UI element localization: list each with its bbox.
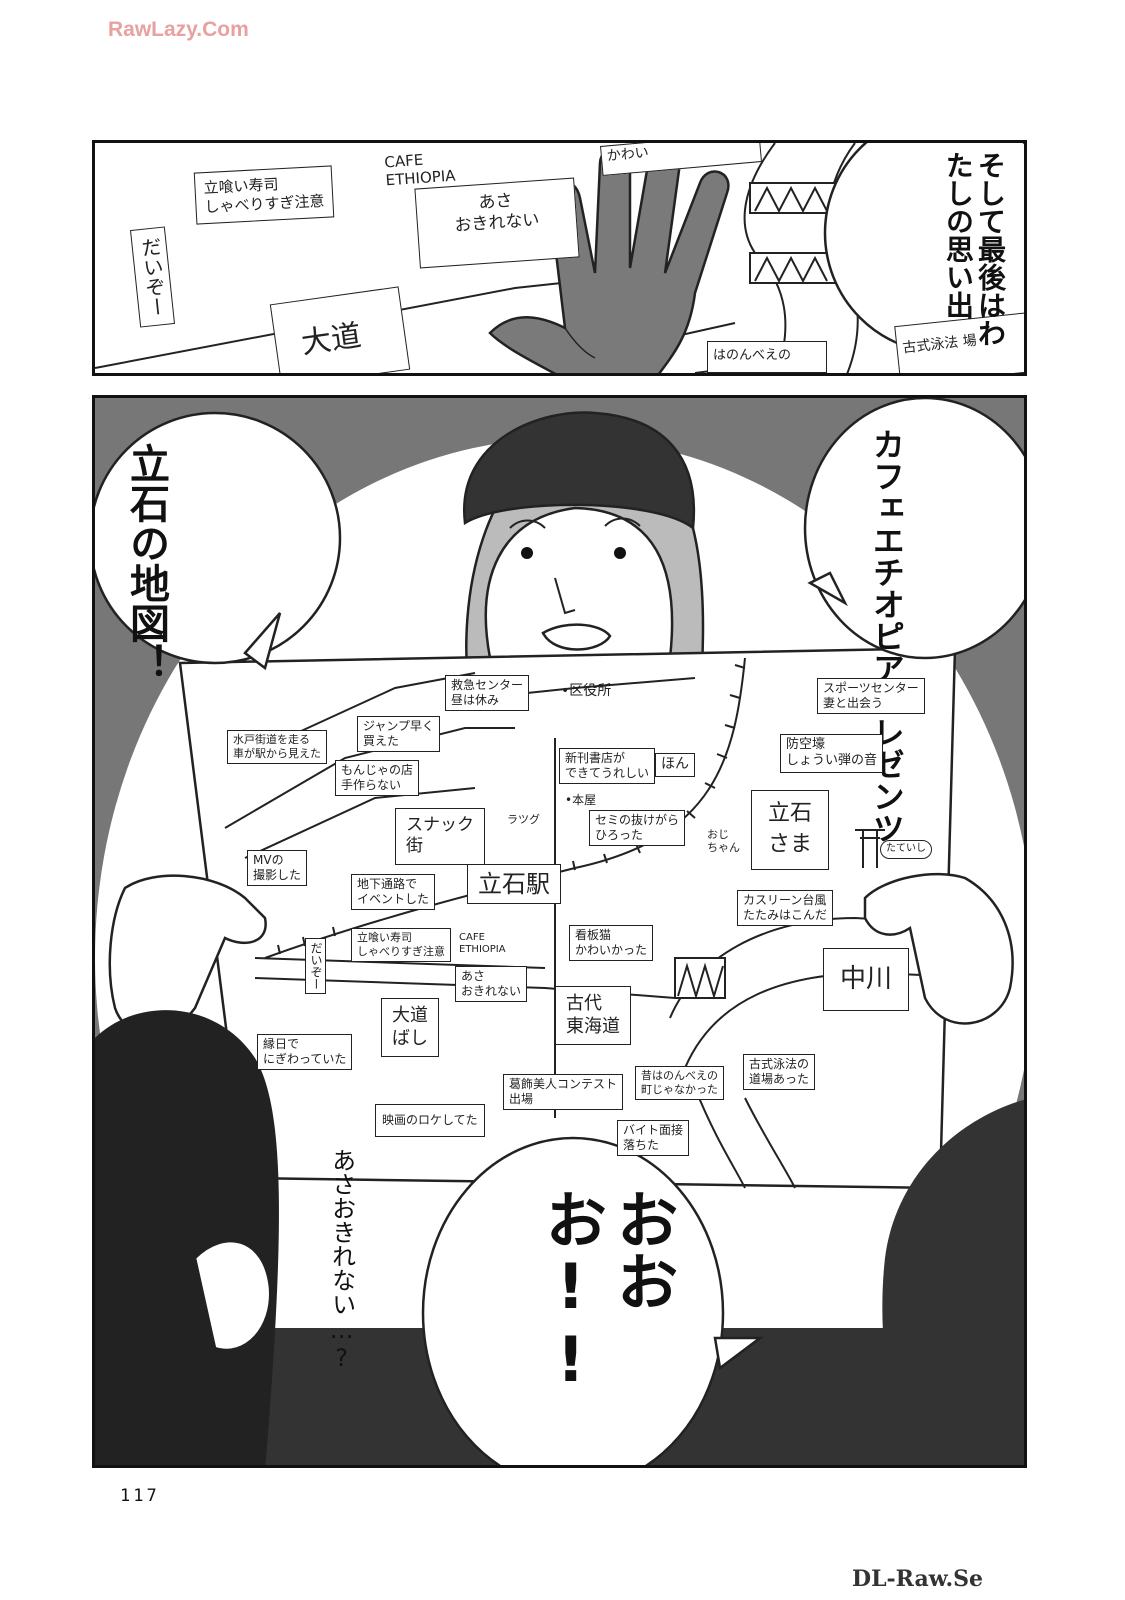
note-shinkan: 新刊書店ができてうれしい: [559, 748, 656, 784]
note-nakagawa: 中川: [823, 948, 910, 1011]
watermark-bottom: DL-Raw.Se: [852, 1566, 983, 1592]
bubble-left-text: 立石の地図！: [123, 443, 169, 683]
note-tateishi-sama: 立石さま: [751, 790, 830, 870]
map-ward-office: •区役所: [561, 683, 612, 699]
note-boku: 防空壕しょうい弾の音: [780, 734, 884, 773]
map-tateishi-sign: たていし: [880, 840, 932, 859]
note-mito: 水戸街道を走る車が駅から見えた: [227, 730, 327, 764]
note-nonbe: はのんべえの: [707, 341, 827, 373]
map-ratsugu: ラツグ: [507, 813, 540, 826]
note-baito: バイト面接落ちた: [617, 1120, 690, 1156]
note-sushi: 立喰い寿司しゃべりすぎ注意: [193, 165, 335, 225]
note-asa: あさおきれない: [414, 177, 580, 269]
note-chika: 地下通路でイベントした: [351, 874, 436, 910]
mutter-text: あさおきれない…?: [327, 1148, 356, 1372]
note-mv: MVの撮影した: [247, 850, 308, 886]
note-sushi-map: 立喰い寿司しゃべりすぎ注意: [351, 928, 451, 962]
bubble-right-text: カフェエチオピアプレゼンツ: [867, 428, 906, 844]
note-monja: もんじゃの店手作らない: [335, 760, 420, 796]
note-asa-map: あさおきれない: [455, 966, 528, 1002]
note-hon: ほん: [655, 753, 695, 777]
note-kyukyu: 救急センター昼は休み: [445, 675, 530, 711]
note-odo: 大道ばし: [381, 998, 439, 1057]
note-typhoon: カスリーン台風たたみはこんだ: [737, 890, 834, 926]
panel-top-art: [95, 143, 1024, 373]
note-mukashi: 昔はのんべえの町じゃなかった: [635, 1066, 724, 1100]
note-semi: セミの抜けがらひろった: [589, 810, 686, 846]
note-koshiki: 古式泳法の道場あった: [743, 1054, 816, 1090]
map-bookstore: •本屋: [565, 793, 597, 807]
page-number: 117: [120, 1486, 160, 1506]
note-ennichi: 縁日でにぎわっていた: [257, 1034, 353, 1070]
bubble-bottom-text: おおお!!: [534, 1188, 679, 1396]
note-daizo-map: だいぞー: [305, 938, 326, 994]
note-sports: スポーツセンター妻と出会う: [817, 678, 925, 714]
watermark-top: RawLazy.Com: [108, 18, 249, 41]
map-ojichan: おじちゃん: [707, 828, 740, 855]
map-station: 立石駅: [467, 864, 561, 904]
note-jump: ジャンプ早く買えた: [357, 716, 441, 752]
panel-main: 立石の地図！ カフェエチオピアプレゼンツ おおお!! あさおきれない…? 立石駅…: [92, 395, 1027, 1468]
narration-text: そして最後はわたしの思い出: [941, 151, 1007, 347]
note-kanban: 看板猫かわいかった: [569, 925, 654, 961]
note-kodai: 古代東海道: [555, 986, 631, 1045]
note-eiga: 映画のロケしてた: [375, 1104, 485, 1137]
note-snack: スナック街: [395, 808, 485, 865]
panel-main-art: [95, 398, 1024, 1465]
note-kattsu: 葛飾美人コンテスト出場: [503, 1074, 624, 1110]
